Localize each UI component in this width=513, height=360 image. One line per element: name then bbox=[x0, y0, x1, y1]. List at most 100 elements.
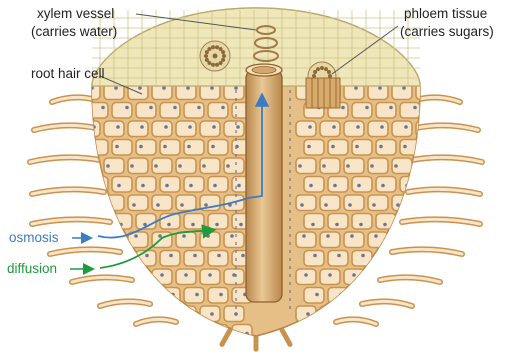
cell-nucleus bbox=[234, 86, 238, 90]
cell-nucleus bbox=[114, 312, 118, 316]
cell-nucleus bbox=[387, 293, 391, 297]
cell bbox=[128, 195, 148, 211]
cell-nucleus bbox=[213, 184, 217, 188]
cell bbox=[104, 121, 124, 137]
xylem-sublabel: (carries water) bbox=[31, 24, 117, 40]
cell bbox=[352, 103, 372, 119]
cell-nucleus bbox=[330, 312, 334, 316]
cell bbox=[200, 306, 220, 322]
cell-nucleus bbox=[341, 106, 345, 110]
cell-nucleus bbox=[84, 203, 88, 207]
cell bbox=[416, 306, 436, 322]
cell-nucleus bbox=[365, 332, 369, 336]
xylem-vessel bbox=[246, 64, 282, 302]
cell bbox=[152, 121, 172, 137]
cell-nucleus bbox=[234, 312, 238, 316]
cell-nucleus bbox=[191, 223, 195, 227]
cell bbox=[328, 251, 348, 267]
cell-nucleus bbox=[210, 86, 214, 90]
cell-nucleus bbox=[187, 145, 191, 149]
cell-nucleus bbox=[197, 332, 201, 336]
osmosis-label: osmosis bbox=[9, 230, 59, 246]
cell-nucleus bbox=[132, 203, 136, 207]
cell bbox=[184, 325, 204, 341]
cell-nucleus bbox=[165, 184, 169, 188]
cell bbox=[304, 214, 324, 230]
cell-nucleus bbox=[380, 125, 384, 129]
cell-nucleus bbox=[180, 203, 184, 207]
cell-nucleus bbox=[149, 106, 153, 110]
cell-nucleus bbox=[332, 125, 336, 129]
cell-nucleus bbox=[348, 203, 352, 207]
cell bbox=[368, 121, 388, 137]
cell-nucleus bbox=[374, 234, 378, 238]
cell-nucleus bbox=[435, 293, 439, 297]
cell bbox=[88, 288, 108, 304]
cell-nucleus bbox=[357, 184, 361, 188]
cell-nucleus bbox=[211, 145, 215, 149]
cell-nucleus bbox=[212, 125, 216, 129]
cell bbox=[208, 251, 228, 267]
cell-nucleus bbox=[337, 254, 341, 258]
cell-nucleus bbox=[422, 234, 426, 238]
cell-nucleus bbox=[376, 273, 380, 277]
cell-nucleus bbox=[306, 312, 310, 316]
cell bbox=[328, 177, 348, 193]
root-hair bbox=[282, 330, 290, 344]
cell-nucleus bbox=[115, 145, 119, 149]
cell-nucleus bbox=[427, 145, 431, 149]
cell-nucleus bbox=[208, 273, 212, 277]
cell-nucleus bbox=[136, 273, 140, 277]
cell bbox=[112, 103, 132, 119]
cell-nucleus bbox=[195, 293, 199, 297]
cell bbox=[328, 214, 348, 230]
cell-nucleus bbox=[331, 145, 335, 149]
cell-nucleus bbox=[300, 203, 304, 207]
cell bbox=[80, 232, 100, 248]
cell bbox=[416, 195, 436, 211]
cell-nucleus bbox=[335, 223, 339, 227]
cell-nucleus bbox=[354, 86, 358, 90]
cell-nucleus bbox=[197, 106, 201, 110]
cell-nucleus bbox=[186, 86, 190, 90]
cell bbox=[368, 232, 388, 248]
cell-nucleus bbox=[125, 332, 129, 336]
cell bbox=[160, 103, 180, 119]
cell bbox=[352, 214, 372, 230]
cell bbox=[224, 306, 244, 322]
cell-nucleus bbox=[101, 106, 105, 110]
cell-nucleus bbox=[99, 293, 103, 297]
cell bbox=[112, 177, 132, 193]
cell-nucleus bbox=[193, 254, 197, 258]
cell-nucleus bbox=[411, 293, 415, 297]
cell-nucleus bbox=[134, 234, 138, 238]
cell bbox=[208, 288, 228, 304]
cell-nucleus bbox=[372, 203, 376, 207]
cell bbox=[424, 103, 444, 119]
cell-nucleus bbox=[138, 86, 142, 90]
cell-nucleus bbox=[418, 164, 422, 168]
cell-nucleus bbox=[217, 254, 221, 258]
cell bbox=[152, 195, 172, 211]
cell bbox=[136, 140, 156, 156]
cell bbox=[112, 214, 132, 230]
cell-nucleus bbox=[116, 125, 120, 129]
cell-nucleus bbox=[420, 203, 424, 207]
cell-nucleus bbox=[219, 293, 223, 297]
cell-nucleus bbox=[141, 184, 145, 188]
cell-nucleus bbox=[173, 106, 177, 110]
cell-nucleus bbox=[154, 164, 158, 168]
cell bbox=[88, 325, 108, 341]
cell bbox=[176, 121, 196, 137]
cell-nucleus bbox=[409, 254, 413, 258]
cell bbox=[320, 232, 340, 248]
cell bbox=[184, 288, 204, 304]
cell-nucleus bbox=[298, 164, 302, 168]
cell bbox=[368, 195, 388, 211]
cell-nucleus bbox=[188, 125, 192, 129]
cell bbox=[344, 121, 364, 137]
cell-nucleus bbox=[389, 106, 393, 110]
cell bbox=[136, 177, 156, 193]
cell bbox=[296, 232, 316, 248]
